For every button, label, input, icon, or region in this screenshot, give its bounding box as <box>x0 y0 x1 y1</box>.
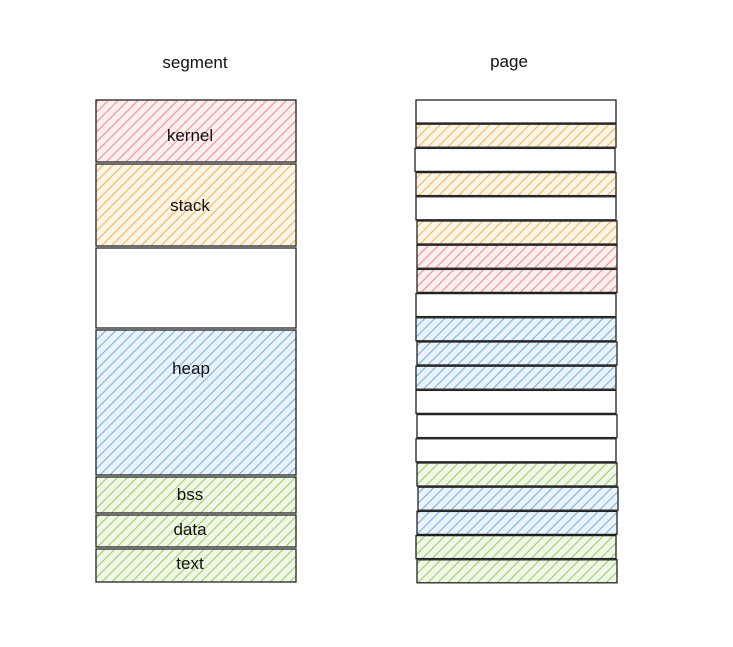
segment-block-data <box>95 514 297 548</box>
page-frame-8 <box>416 268 618 294</box>
page-frame-10 <box>415 317 617 342</box>
page-frame-14 <box>416 413 618 439</box>
page-frame-2 <box>415 123 617 148</box>
segment-block-kernel <box>95 99 297 163</box>
page-frame-9 <box>415 292 617 318</box>
segment-label-data: data <box>173 520 207 539</box>
page-frame-15 <box>415 438 617 463</box>
page-frame-5 <box>415 196 617 221</box>
segment-title: segment <box>162 53 227 72</box>
segment-block-stack <box>95 163 297 247</box>
page-frame-1 <box>415 99 617 124</box>
segment-block-heap <box>95 329 297 476</box>
page-frame-6 <box>416 220 618 245</box>
page-frame-19 <box>415 534 617 560</box>
page-frame-20 <box>416 559 618 584</box>
page-frame-12 <box>415 365 617 390</box>
page-title: page <box>490 52 528 71</box>
page-frame-17 <box>417 486 619 511</box>
segment-label-stack: stack <box>170 196 210 215</box>
segment-block-bss <box>95 476 297 514</box>
segment-label-text: text <box>176 554 204 573</box>
page-frame-13 <box>415 389 617 415</box>
page-frame-4 <box>415 171 617 197</box>
segment-block-unused <box>95 247 297 329</box>
page-frame-16 <box>416 462 618 487</box>
segment-block-text <box>95 548 297 583</box>
page-frame-3 <box>414 147 616 173</box>
segment-label-bss: bss <box>177 485 203 504</box>
segment-column: kernel stack heap bss data text <box>95 99 297 583</box>
page-column <box>414 99 619 584</box>
page-frame-7 <box>416 244 618 269</box>
segment-label-kernel: kernel <box>167 126 213 145</box>
segment-label-heap: heap <box>172 359 210 378</box>
page-frame-18 <box>416 510 618 536</box>
page-frame-11 <box>416 341 618 366</box>
